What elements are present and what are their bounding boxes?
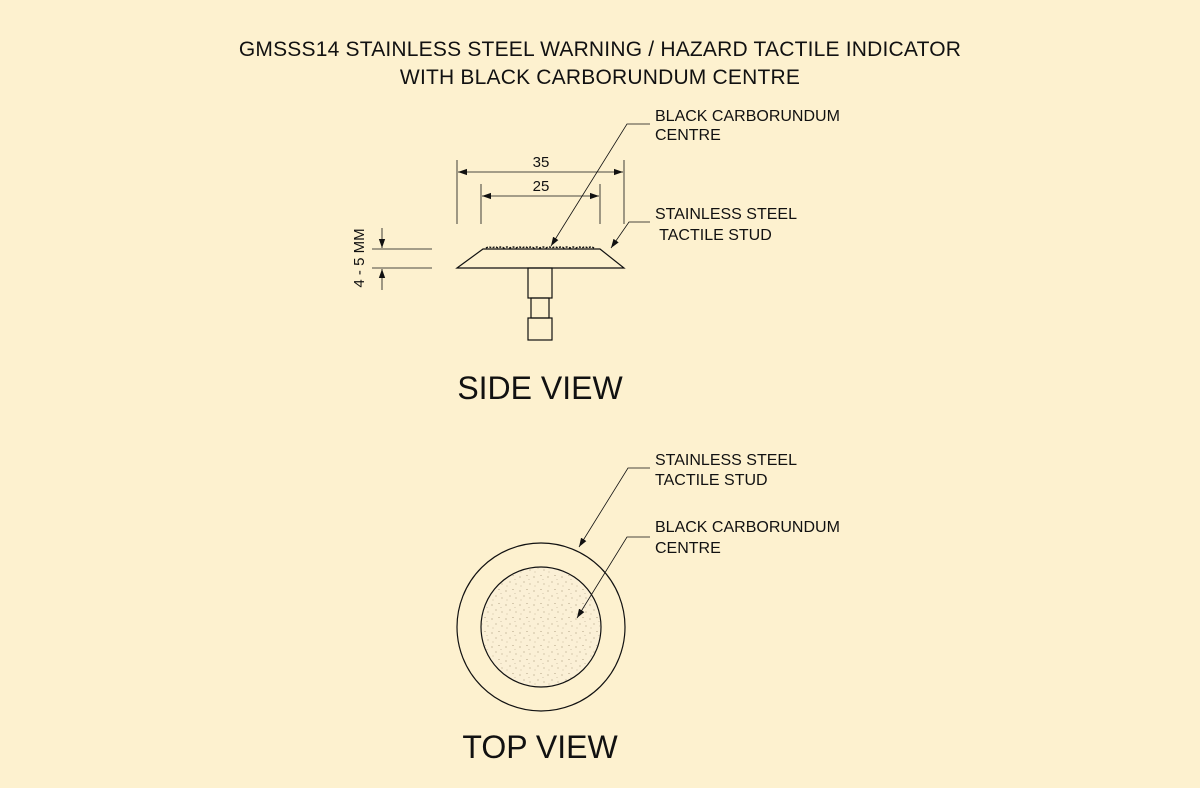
dimension-25: 25 (533, 178, 550, 195)
top-callout-stud-line1: STAINLESS STEEL (655, 452, 797, 469)
stud-shank-upper (527, 267, 553, 299)
side-callout-centre-line1: BLACK CARBORUNDUM (655, 108, 840, 125)
top-callout-stud-line2: TACTILE STUD (655, 472, 768, 489)
carborundum-surface (485, 246, 595, 249)
stud-shank-lower (530, 297, 550, 319)
title-line-1: GMSSS14 STAINLESS STEEL WARNING / HAZARD… (238, 38, 962, 61)
top-callout-centre-line2: CENTRE (655, 540, 721, 557)
height-dimension-label: 4 - 5 MM (351, 228, 368, 287)
leader-side-centre (550, 123, 650, 247)
stud-cap (455, 248, 626, 269)
side-callout-stud-line2: TACTILE STUD (655, 227, 772, 244)
side-callout-stud-line1: STAINLESS STEEL (655, 206, 797, 223)
carborundum-texture (482, 568, 600, 686)
leader-side-stud (610, 221, 650, 249)
stud-outer-ring (456, 542, 626, 712)
side-view-label: SIDE VIEW (457, 370, 623, 406)
leader-top-stud (578, 467, 650, 548)
top-view-label: TOP VIEW (462, 729, 618, 765)
title-line-2: WITH BLACK CARBORUNDUM CENTRE (399, 66, 801, 89)
side-view: 35 25 4 - 5 MM BLACK CARBORUNDUM CENTRE … (351, 108, 840, 406)
top-view: STAINLESS STEEL TACTILE STUD BLACK CARBO… (456, 452, 840, 765)
side-callout-centre-line2: CENTRE (655, 127, 721, 144)
leader-top-centre (576, 536, 650, 619)
dimension-35: 35 (533, 154, 550, 171)
drawing-title: GMSSS14 STAINLESS STEEL WARNING / HAZARD… (0, 36, 1200, 92)
stud-shank-tip (527, 317, 553, 341)
top-callout-centre-line1: BLACK CARBORUNDUM (655, 519, 840, 536)
